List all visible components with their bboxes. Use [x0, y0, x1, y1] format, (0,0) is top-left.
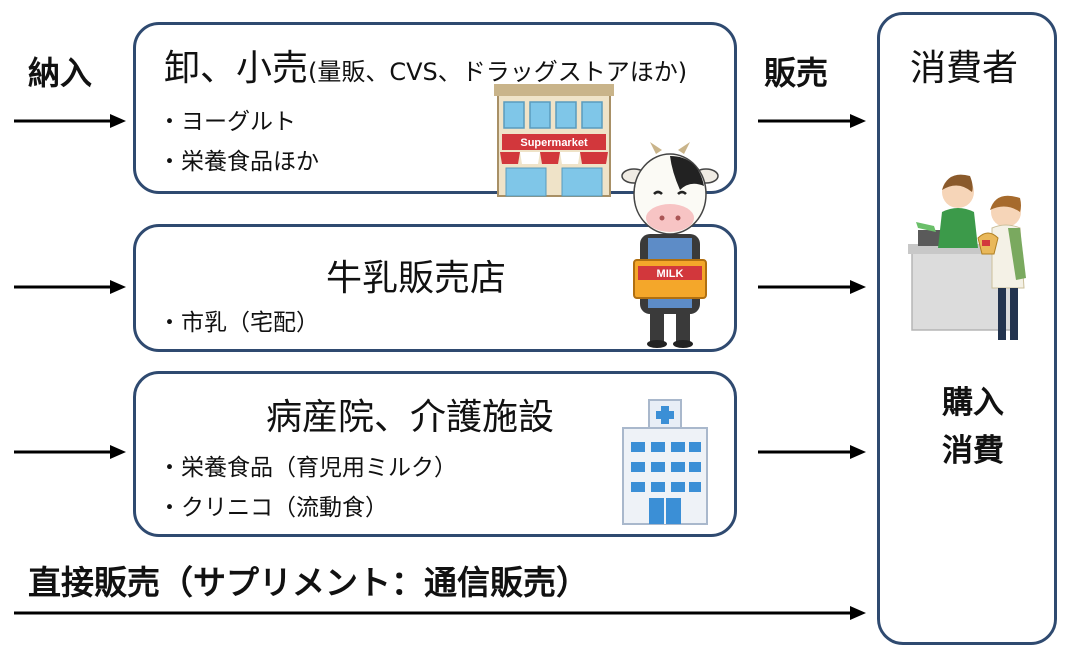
wholesale-title: 卸、小売 [164, 48, 309, 89]
milk-sign-text: MILK [657, 268, 684, 280]
direct-sales-label: 直接販売（サプリメント：通信販売） [28, 563, 589, 602]
inbound-arrow-1 [14, 114, 126, 128]
wholesale-item-yogurt: ・ヨーグルト [158, 109, 296, 135]
hospital-item-infant-milk: ・栄養食品（育児用ミルク） [158, 455, 457, 481]
consumer-box: 消費者 購入 消費 [877, 12, 1057, 645]
checkout-shoppers-icon [908, 174, 1026, 340]
sales-label: 販売 [764, 54, 829, 92]
wholesale-retail-box: 卸、小売(量販、CVS、ドラッグストアほか) ・ヨーグルト ・栄養食品ほか [133, 22, 737, 194]
hospital-title: 病産院、介護施設 [266, 397, 555, 438]
inbound-arrow-3 [14, 445, 126, 459]
milk-shop-title: 牛乳販売店 [326, 258, 507, 299]
inbound-arrow-2 [14, 280, 126, 294]
sales-arrow-1 [758, 114, 866, 128]
cow-mascot-icon: MILK [621, 142, 719, 348]
consumer-title: 消費者 [910, 48, 1019, 89]
supermarket-sign-text: Supermarket [520, 137, 588, 149]
sales-arrow-2 [758, 280, 866, 294]
hospital-item-clinico: ・クリニコ（流動食） [158, 495, 388, 521]
purchase-label: 購入 [942, 385, 1004, 421]
wholesale-item-nutrition: ・栄養食品ほか [158, 149, 319, 175]
milk-shop-item-city-milk: ・市乳（宅配） [158, 310, 319, 336]
hospital-icon [622, 399, 708, 525]
supermarket-icon: Supermarket [494, 84, 614, 197]
direct-sales-arrow [14, 606, 866, 620]
consume-label: 消費 [942, 433, 1004, 469]
wholesale-subtitle: (量販、CVS、ドラッグストアほか) [308, 58, 688, 86]
delivery-label: 納入 [28, 54, 93, 92]
sales-arrow-3 [758, 445, 866, 459]
